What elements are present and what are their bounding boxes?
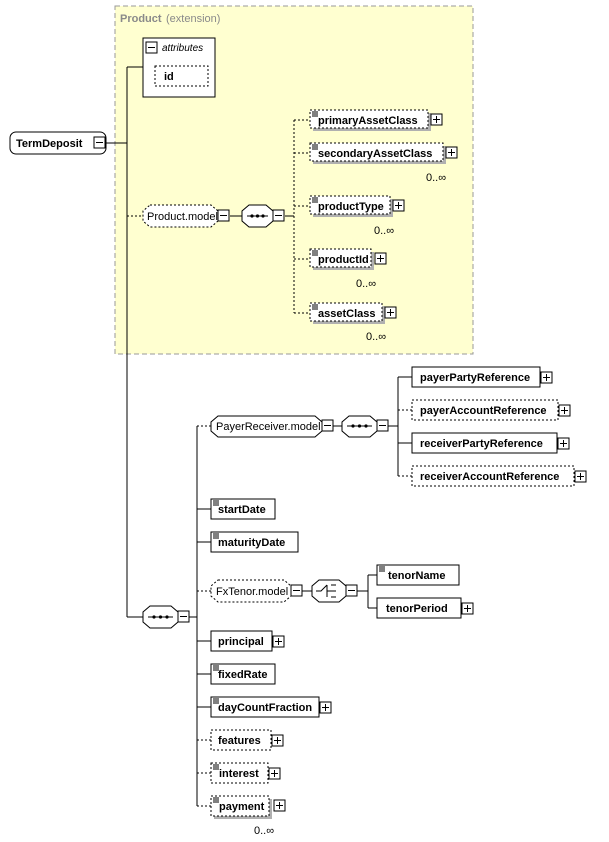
- element-label: payerPartyReference: [420, 372, 530, 384]
- plus-icon: [577, 473, 584, 480]
- attribute-id[interactable]: [154, 65, 209, 87]
- plus-icon: [322, 704, 329, 711]
- plus-icon: [433, 116, 440, 123]
- element-label: startDate: [218, 504, 266, 516]
- product-model-box: [142, 204, 219, 228]
- fxtenor-choice[interactable]: [311, 579, 358, 603]
- root-label: TermDeposit: [16, 138, 83, 150]
- element-label: primaryAssetClass: [318, 115, 418, 127]
- element-label: receiverPartyReference: [420, 438, 543, 450]
- element-label: payerAccountReference: [420, 405, 547, 417]
- occurrence-label: 0..∞: [254, 825, 274, 837]
- plus-icon: [395, 202, 402, 209]
- plus-icon: [377, 255, 384, 262]
- plus-icon: [560, 440, 567, 447]
- element-day-count-fraction[interactable]: dayCountFraction: [210, 696, 332, 718]
- element-payer-account-reference[interactable]: payerAccountReference: [411, 399, 571, 421]
- payer-receiver-model-box: [210, 415, 323, 438]
- fxtenor-model-label: FxTenor.model: [216, 586, 288, 598]
- attributes-label: attributes: [162, 43, 203, 54]
- element-payer-party-reference[interactable]: payerPartyReference: [411, 366, 553, 388]
- element-secondary-asset-class[interactable]: secondaryAssetClass 0..∞: [309, 142, 458, 184]
- root-element[interactable]: TermDeposit: [9, 131, 107, 155]
- occurrence-label: 0..∞: [426, 172, 446, 184]
- plus-icon: [387, 309, 394, 316]
- payer-receiver-sequence[interactable]: [341, 415, 389, 438]
- element-receiver-party-reference[interactable]: receiverPartyReference: [411, 432, 570, 454]
- element-label: features: [218, 735, 261, 747]
- element-label: productType: [318, 201, 384, 213]
- element-label: maturityDate: [218, 537, 285, 549]
- payer-receiver-model-label: PayerReceiver.model: [216, 421, 321, 433]
- element-receiver-account-reference[interactable]: receiverAccountReference: [411, 465, 587, 487]
- occurrence-label: 0..∞: [366, 331, 386, 343]
- element-tenor-name[interactable]: tenorName: [376, 564, 460, 586]
- element-interest[interactable]: interest: [210, 762, 281, 784]
- extension-title: Product: [120, 13, 162, 25]
- fxtenor-model-group[interactable]: FxTenor.model: [210, 579, 303, 603]
- payer-receiver-model-group[interactable]: PayerReceiver.model: [210, 415, 334, 438]
- choice-icon: [316, 584, 336, 598]
- product-model-group[interactable]: Product.model: [142, 204, 230, 228]
- occurrence-label: 0..∞: [356, 278, 376, 290]
- element-label: receiverAccountReference: [420, 471, 559, 483]
- occurrence-label: 0..∞: [374, 225, 394, 237]
- extension-subtitle: (extension): [166, 13, 220, 25]
- svg-text:Product (extension): Product (extension): [120, 9, 220, 26]
- element-product-id[interactable]: productId 0..∞: [309, 248, 387, 290]
- element-label: tenorPeriod: [386, 603, 448, 615]
- element-principal[interactable]: principal: [210, 630, 285, 652]
- element-label: assetClass: [318, 308, 376, 320]
- fxtenor-model-box: [210, 579, 292, 603]
- element-label: secondaryAssetClass: [318, 148, 432, 160]
- product-model-sequence[interactable]: [241, 204, 285, 228]
- plus-icon: [543, 374, 550, 381]
- element-fixed-rate[interactable]: fixedRate: [210, 663, 276, 685]
- element-label: productId: [318, 254, 369, 266]
- plus-icon: [448, 149, 455, 156]
- element-features[interactable]: features: [210, 729, 284, 751]
- attributes-group: attributes id: [142, 37, 216, 98]
- element-asset-class[interactable]: assetClass 0..∞: [309, 302, 397, 343]
- plus-icon: [464, 605, 471, 612]
- plus-icon: [275, 638, 282, 645]
- element-label: fixedRate: [218, 669, 268, 681]
- product-model-label: Product.model: [147, 211, 218, 223]
- attribute-id-label: id: [164, 71, 174, 83]
- connectors: [106, 66, 412, 807]
- root-box: [9, 131, 107, 155]
- plus-icon: [271, 770, 278, 777]
- element-label: tenorName: [388, 570, 445, 582]
- main-sequence[interactable]: [142, 605, 190, 629]
- element-tenor-period[interactable]: tenorPeriod: [376, 597, 474, 619]
- plus-icon: [276, 802, 283, 809]
- element-product-type[interactable]: productType 0..∞: [309, 195, 405, 237]
- element-start-date[interactable]: startDate: [210, 498, 276, 520]
- element-label: interest: [219, 768, 259, 780]
- plus-icon: [274, 737, 281, 744]
- element-primary-asset-class[interactable]: primaryAssetClass: [309, 109, 443, 131]
- element-label: principal: [218, 636, 264, 648]
- element-maturity-date[interactable]: maturityDate: [210, 531, 299, 553]
- element-label: payment: [219, 801, 265, 813]
- element-label: dayCountFraction: [218, 702, 312, 714]
- plus-icon: [561, 407, 568, 414]
- element-payment[interactable]: payment 0..∞: [210, 795, 286, 837]
